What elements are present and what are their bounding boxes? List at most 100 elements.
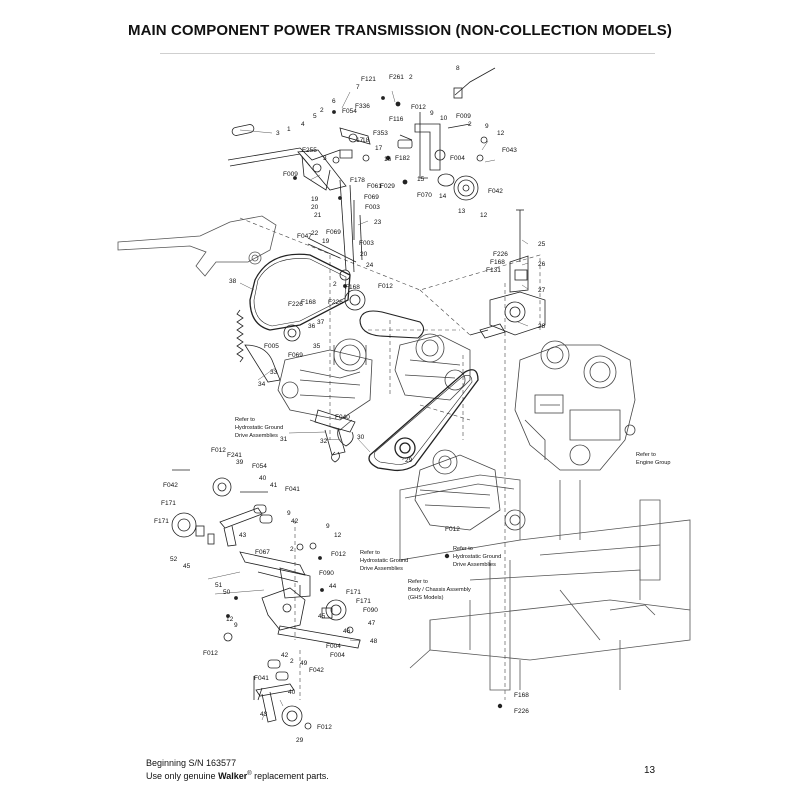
- callout: 20: [311, 204, 319, 211]
- callout: F012: [211, 447, 226, 454]
- callout: 45: [318, 613, 326, 620]
- reference-note-hydrostatic-1: Refer to Hydrostatic Ground Drive Assemb…: [235, 417, 283, 439]
- callout: F041: [285, 486, 300, 493]
- svg-text:Drive Assemblies: Drive Assemblies: [453, 562, 496, 568]
- callout: 36: [308, 323, 316, 330]
- callout: 42: [291, 518, 299, 525]
- page-title: MAIN COMPONENT POWER TRANSMISSION (NON-C…: [127, 22, 672, 39]
- callout: F090: [363, 607, 378, 614]
- callout: 45: [183, 563, 191, 570]
- svg-text:Body / Chassis Assembly: Body / Chassis Assembly: [408, 587, 471, 593]
- callout: F226: [328, 299, 343, 306]
- callout: 24: [366, 262, 374, 269]
- footer: Beginning S/N 163577 Use only genuine Wa…: [146, 758, 329, 782]
- callout: 16: [384, 156, 392, 163]
- callout: F012: [331, 551, 346, 558]
- callout: F171: [346, 589, 361, 596]
- svg-text:Engine Group: Engine Group: [636, 460, 671, 466]
- serial-number-note: Beginning S/N 163577: [146, 758, 237, 768]
- callout: 52: [170, 556, 178, 563]
- callout: F004: [330, 652, 345, 659]
- callout: F168: [345, 284, 360, 291]
- callout: 32: [320, 438, 328, 445]
- callout: F012: [411, 104, 426, 111]
- callout: 12: [334, 532, 342, 539]
- callout: 29: [405, 457, 413, 464]
- callout: F042: [163, 482, 178, 489]
- callout: 1: [287, 126, 291, 133]
- callout: 9: [234, 622, 238, 629]
- callout: F040: [335, 414, 350, 421]
- left-frame-fragment: [117, 215, 277, 277]
- callout: 29: [296, 737, 304, 744]
- callout: 5: [313, 113, 317, 120]
- chassis-frame: [399, 474, 691, 691]
- callout: 19: [311, 196, 319, 203]
- registered-mark: ®: [247, 771, 252, 777]
- svg-text:Drive Assemblies: Drive Assemblies: [360, 566, 403, 572]
- callout: 40: [288, 689, 296, 696]
- callout: 38: [229, 278, 237, 285]
- leader-lines: [207, 90, 529, 721]
- callout: 42: [281, 652, 289, 659]
- control-lever-assembly: [227, 124, 371, 191]
- callout: 41: [270, 482, 278, 489]
- callout: 8: [456, 65, 460, 72]
- brand-name: Walker: [218, 771, 248, 781]
- svg-text:Refer to: Refer to: [235, 417, 255, 423]
- hydrostatic-pump-left: [277, 338, 373, 431]
- callout: 27: [538, 287, 546, 294]
- callout: F241: [227, 452, 242, 459]
- callout: F004: [326, 643, 341, 650]
- svg-text:Hydrostatic Ground: Hydrostatic Ground: [235, 425, 283, 431]
- svg-text:Hydrostatic Ground: Hydrostatic Ground: [360, 558, 408, 564]
- callout: 19: [322, 238, 330, 245]
- callout: 30: [357, 434, 365, 441]
- vertical-rods: [307, 179, 363, 273]
- callout: 17: [356, 137, 364, 144]
- svg-text:(GHS Models): (GHS Models): [408, 595, 444, 601]
- callout: F047: [297, 233, 312, 240]
- callout: 20: [360, 251, 368, 258]
- callout: F043: [502, 147, 517, 154]
- callout: F168: [490, 259, 505, 266]
- reference-note-engine: Refer to Engine Group: [636, 452, 671, 466]
- callout: 12: [226, 616, 234, 623]
- callout: 3: [276, 130, 280, 137]
- reference-note-body-chassis: Refer to Body / Chassis Assembly (GHS Mo…: [408, 579, 471, 601]
- svg-text:Refer to: Refer to: [636, 452, 656, 458]
- drive-belt-38: [249, 253, 351, 331]
- callout: 3: [323, 155, 327, 162]
- callout: 40: [259, 475, 267, 482]
- callout: F255: [302, 147, 317, 154]
- callout: 22: [311, 230, 319, 237]
- fasteners: [226, 96, 503, 709]
- hydrostatic-pump-lower: [414, 449, 526, 531]
- callout: 21: [314, 212, 322, 219]
- callout: F042: [488, 188, 503, 195]
- center-belt-35: [359, 310, 425, 339]
- callout: F012: [378, 283, 393, 290]
- callout: 44: [329, 583, 337, 590]
- callout: 15: [417, 176, 425, 183]
- callout: F054: [252, 463, 267, 470]
- callout: 35: [313, 343, 321, 350]
- bottom-idler-arm: [253, 659, 312, 730]
- callout: 33: [270, 369, 278, 376]
- callout: F226: [514, 708, 529, 715]
- svg-text:Hydrostatic Ground: Hydrostatic Ground: [453, 554, 501, 560]
- callout: 46: [343, 628, 351, 635]
- lower-idler-assembly: [171, 469, 361, 649]
- idler-pulleys: [283, 269, 366, 342]
- callout: F012: [203, 650, 218, 657]
- callout: 2: [333, 281, 337, 288]
- callout: 26: [538, 261, 546, 268]
- callout: F069: [364, 194, 379, 201]
- callout: F003: [359, 240, 374, 247]
- callout: F012: [445, 526, 460, 533]
- callout: 9: [430, 110, 434, 117]
- callout: 28: [538, 323, 546, 330]
- callout: F069: [326, 229, 341, 236]
- callout: 43: [239, 532, 247, 539]
- page-number: 13: [644, 765, 656, 776]
